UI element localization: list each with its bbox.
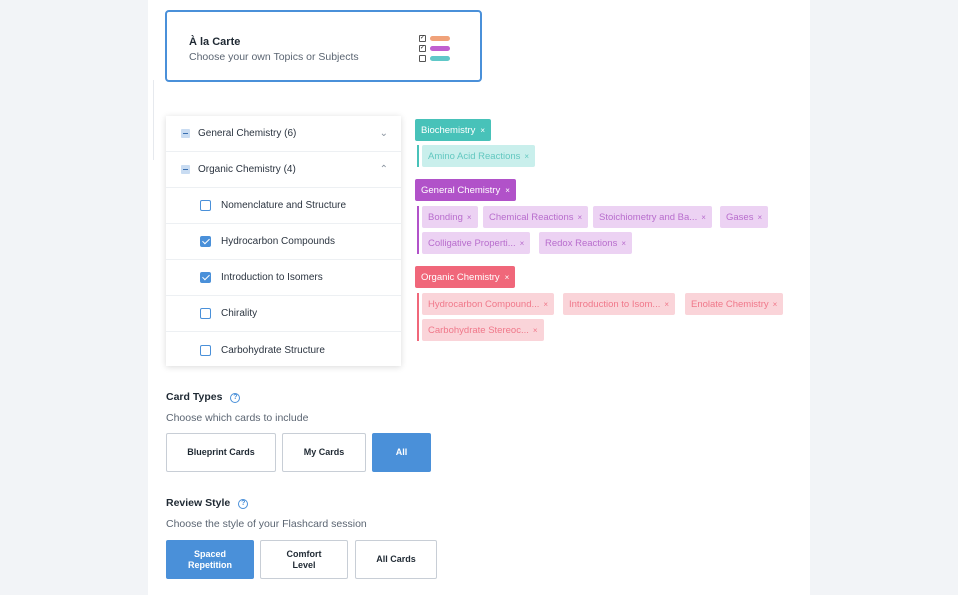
topic-tag[interactable]: Introduction to Isom...× — [563, 293, 676, 315]
alacarte-option-card[interactable]: À la Carte Choose your own Topics or Sub… — [165, 10, 482, 82]
info-icon[interactable]: ? — [238, 499, 249, 509]
topic-tag[interactable]: Redox Reactions× — [539, 232, 633, 254]
topic-tag-label: Gases — [726, 211, 754, 223]
subject-tag-label: Biochemistry — [421, 124, 476, 136]
sub-tag-group — [417, 293, 424, 341]
topic-tag[interactable]: Bonding× — [422, 206, 478, 228]
tree-item-chirality[interactable]: Chirality — [166, 296, 401, 332]
remove-icon[interactable]: × — [577, 212, 583, 222]
tree-group-general-chemistry[interactable]: General Chemistry (6) ⌄ — [166, 116, 401, 152]
topic-tag[interactable]: Enolate Chemistry× — [685, 293, 784, 315]
topic-tag[interactable]: Amino Acid Reactions × — [422, 145, 536, 167]
topic-tag-label: Hydrocarbon Compound... — [428, 298, 540, 310]
topic-tag-label: Bonding — [428, 211, 463, 223]
topic-tree: General Chemistry (6) ⌄ Organic Chemistr… — [166, 116, 401, 366]
remove-icon[interactable]: × — [519, 238, 525, 248]
sub-tag-group — [417, 206, 424, 254]
topic-tag-label: Introduction to Isom... — [569, 298, 661, 310]
subject-tag-label: Organic Chemistry — [421, 271, 500, 283]
topic-tag-label: Carbohydrate Stereoc... — [428, 324, 529, 336]
remove-icon[interactable]: × — [621, 238, 627, 248]
card-type-blueprint-button[interactable]: Blueprint Cards — [166, 433, 276, 472]
tree-item-label: Hydrocarbon Compounds — [221, 236, 335, 247]
info-icon[interactable]: ? — [230, 393, 241, 403]
topic-tag[interactable]: Hydrocarbon Compound...× — [422, 293, 555, 315]
checkbox-checked[interactable] — [200, 272, 211, 283]
remove-icon[interactable]: × — [543, 299, 549, 309]
card-types-heading: Card Types? — [166, 391, 241, 403]
remove-icon[interactable]: × — [466, 212, 472, 222]
card-type-my-cards-button[interactable]: My Cards — [282, 433, 366, 472]
review-style-title: Review Style — [166, 497, 231, 509]
tree-item-nomenclature[interactable]: Nomenclature and Structure — [166, 188, 401, 224]
checkbox-checked[interactable] — [200, 236, 211, 247]
selected-group-organic-chemistry: Organic Chemistry × — [415, 266, 516, 288]
subject-tag[interactable]: General Chemistry × — [415, 179, 516, 201]
sub-tag-group — [417, 145, 424, 167]
review-style-subtitle: Choose the style of your Flashcard sessi… — [166, 518, 367, 530]
topic-tag-label: Enolate Chemistry — [691, 298, 769, 310]
remove-icon[interactable]: × — [532, 325, 538, 335]
tree-item-label: Nomenclature and Structure — [221, 200, 347, 211]
card-types-title: Card Types — [166, 391, 223, 403]
remove-icon[interactable]: × — [504, 272, 510, 282]
tree-item-label: Carbohydrate Structure — [221, 344, 325, 356]
topic-tag[interactable]: Carbohydrate Stereoc...× — [422, 319, 544, 341]
topic-tag-label: Redox Reactions — [545, 237, 618, 249]
chevron-up-icon[interactable]: ⌃ — [379, 164, 388, 175]
alacarte-title: À la Carte — [189, 36, 241, 48]
chevron-down-icon[interactable]: ⌄ — [379, 128, 388, 139]
remove-icon[interactable]: × — [701, 212, 706, 222]
topic-tag[interactable]: Stoichiometry and Ba...× — [593, 206, 712, 228]
tree-group-label: General Chemistry (6) — [198, 128, 297, 139]
remove-icon[interactable]: × — [757, 212, 763, 222]
collapse-icon[interactable] — [181, 165, 190, 174]
subject-tag-label: General Chemistry — [421, 184, 501, 196]
remove-icon[interactable]: × — [505, 185, 510, 195]
topic-tag-label: Chemical Reactions — [489, 211, 574, 223]
tree-item-hydrocarbon[interactable]: Hydrocarbon Compounds — [166, 224, 401, 260]
remove-icon[interactable]: × — [772, 299, 778, 309]
selected-group-general-chemistry: General Chemistry × — [415, 179, 516, 201]
card-types-subtitle: Choose which cards to include — [166, 412, 309, 424]
collapse-icon[interactable] — [181, 129, 190, 138]
remove-icon[interactable]: × — [664, 299, 670, 309]
review-style-all-cards-button[interactable]: All Cards — [355, 540, 437, 579]
alacarte-subtitle: Choose your own Topics or Subjects — [189, 51, 359, 63]
topic-tag[interactable]: Colligative Properti...× — [422, 232, 531, 254]
tree-item-isomers[interactable]: Introduction to Isomers — [166, 260, 401, 296]
topic-tag-label: Colligative Properti... — [428, 237, 516, 249]
subject-tag[interactable]: Biochemistry × — [415, 119, 492, 141]
review-style-comfort-level-button[interactable]: Comfort Level — [260, 540, 348, 579]
card-type-all-button[interactable]: All — [372, 433, 431, 472]
topic-tag[interactable]: Gases× — [720, 206, 769, 228]
tree-item-carbohydrate[interactable]: Carbohydrate Structure — [166, 332, 401, 368]
topic-selection-illustration-icon: ✓ ✓ — [419, 33, 450, 63]
selected-group-biochemistry: Biochemistry × — [415, 119, 492, 141]
checkbox[interactable] — [200, 308, 211, 319]
topic-tag-label: Amino Acid Reactions — [428, 150, 521, 162]
topic-tag-label: Stoichiometry and Ba... — [599, 211, 698, 223]
checkbox[interactable] — [200, 344, 211, 356]
tree-group-label: Organic Chemistry (4) — [198, 164, 296, 175]
collapsed-panel-edge — [148, 80, 154, 160]
topic-tag[interactable]: Chemical Reactions× — [483, 206, 589, 228]
review-style-spaced-repetition-button[interactable]: Spaced Repetition — [166, 540, 254, 579]
review-style-heading: Review Style? — [166, 497, 249, 509]
remove-icon[interactable]: × — [524, 151, 530, 161]
tree-item-label: Introduction to Isomers — [221, 272, 323, 283]
checkbox[interactable] — [200, 200, 211, 211]
remove-icon[interactable]: × — [480, 125, 486, 135]
subject-tag[interactable]: Organic Chemistry × — [415, 266, 516, 288]
tree-group-organic-chemistry[interactable]: Organic Chemistry (4) ⌃ — [166, 152, 401, 188]
tree-item-label: Chirality — [221, 308, 258, 319]
